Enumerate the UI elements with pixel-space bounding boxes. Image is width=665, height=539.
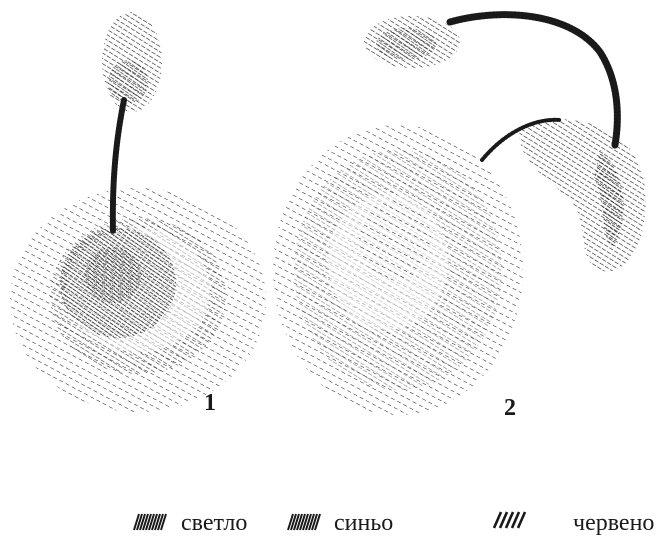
legend-swatch-light [134,514,166,530]
fig1-core [85,247,141,303]
legend-swatch-blue [288,514,320,530]
legend-swatch-red [494,512,525,528]
legend: светло синьо [134,510,654,536]
fig2-teardrop [519,119,645,271]
figure-1-number: 1 [204,390,216,416]
figure-1: 1 [10,12,266,416]
legend-label-light: светло [181,510,247,536]
legend-label-red: червено [573,510,654,536]
fig2-inner-spot [359,200,431,280]
figure-2: 2 [273,15,646,421]
legend-item-red: червено [494,510,654,536]
legend-item-light: светло [134,510,247,536]
figure-2-number: 2 [504,395,516,421]
legend-label-blue: синьо [334,510,393,536]
legend-item-blue: синьо [288,510,393,536]
